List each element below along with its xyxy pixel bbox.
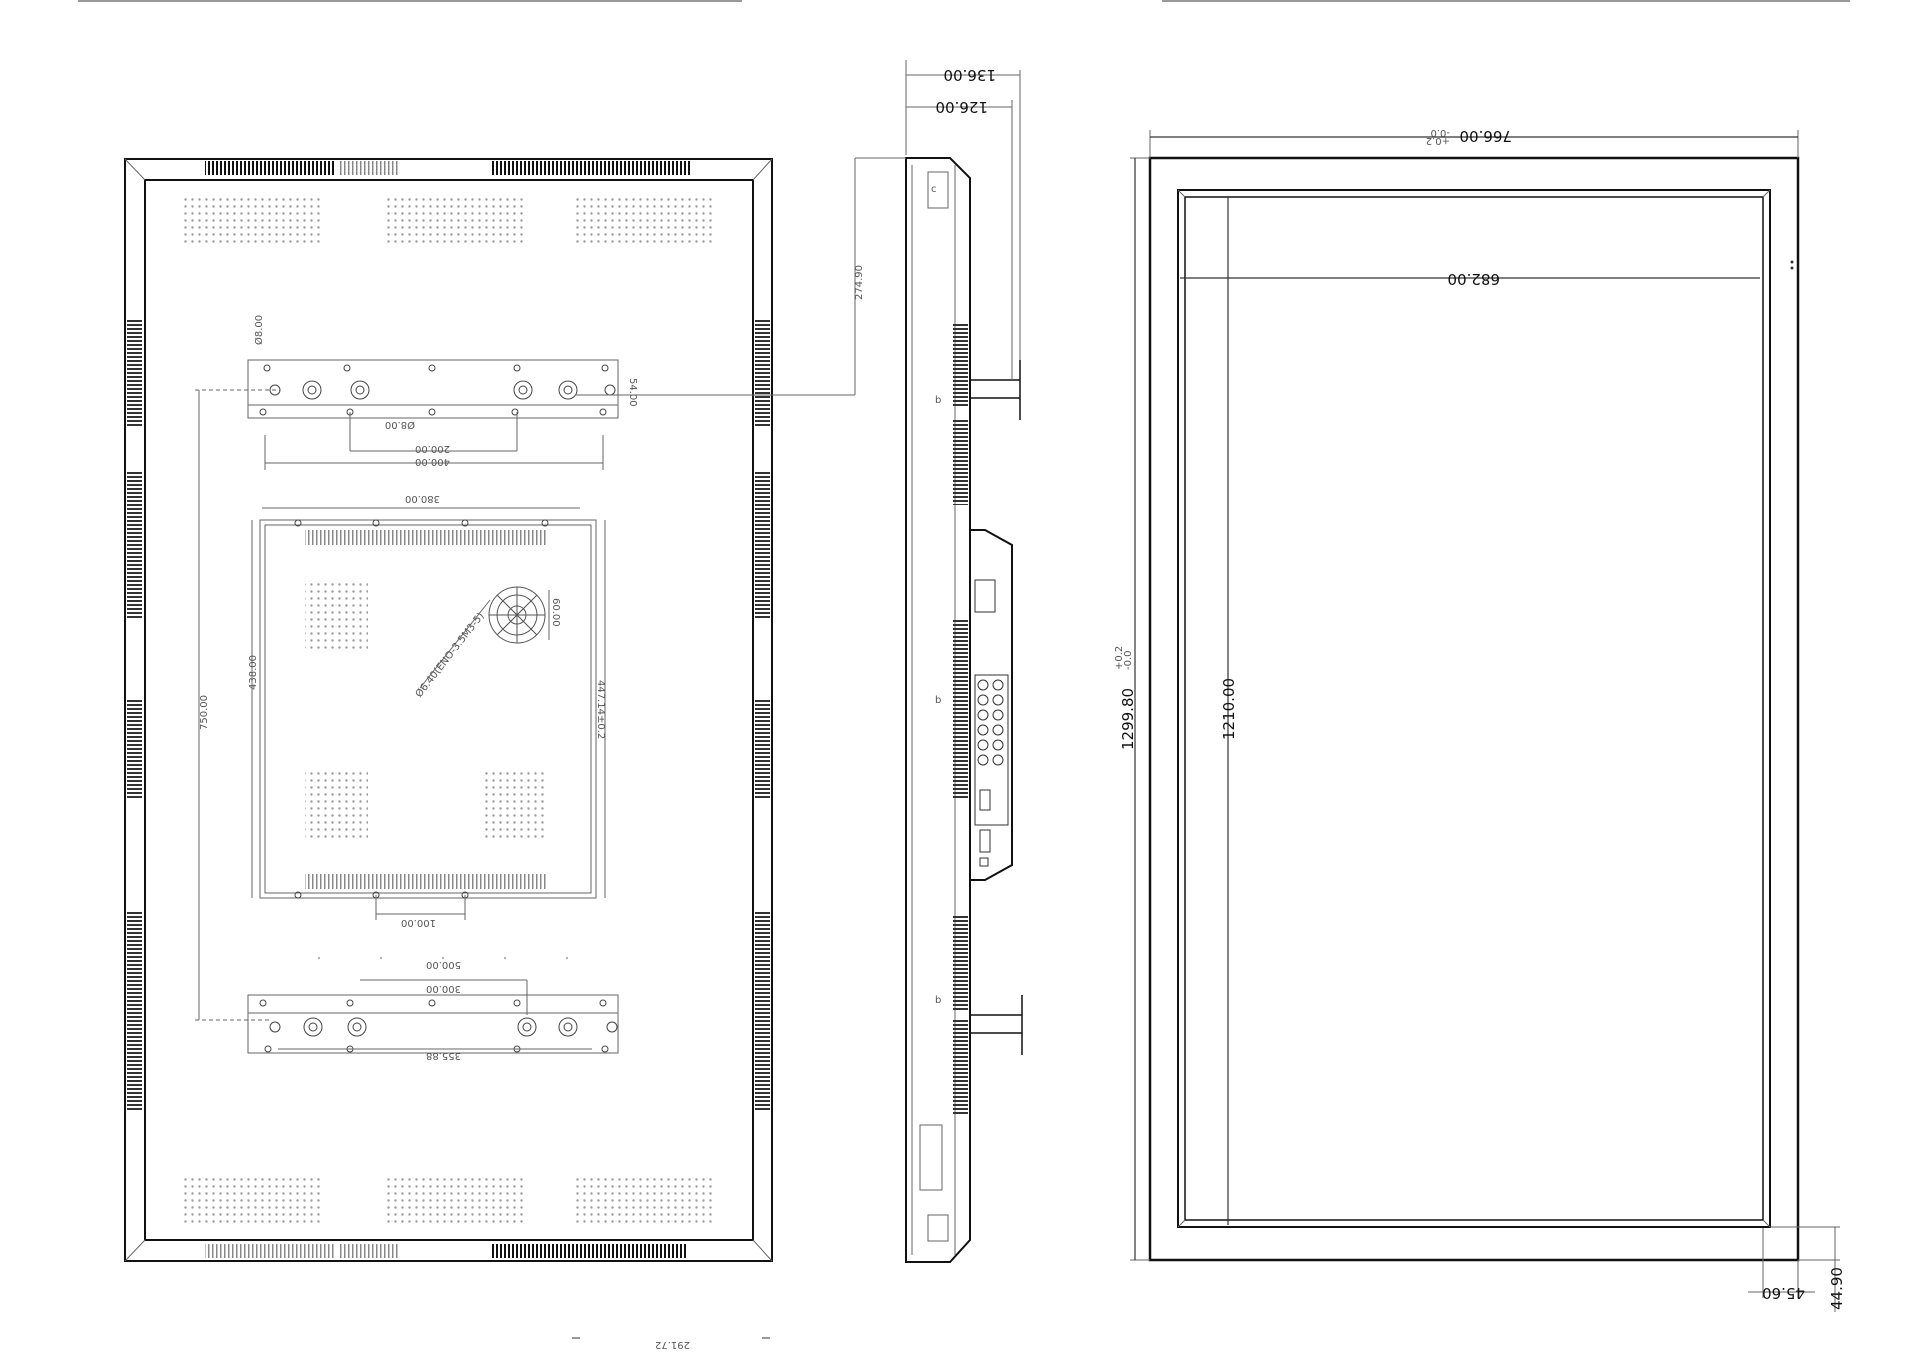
bottom-spacing-355-label: 355.88 [426, 1050, 461, 1061]
side-profile [905, 157, 971, 1263]
bottom-spacing-500-label: 500.00 [426, 959, 461, 970]
spacing-400-label: 400.00 [415, 456, 450, 467]
front-width-tol-lower: -0.0 [1430, 127, 1450, 138]
front-view: 766.00 +0.2 -0.0 682.00 1299.80 +0.2 -0.… [1114, 127, 1846, 1312]
rear-edge-vents [127, 161, 770, 1258]
base-width-label: 291.72 [655, 1339, 690, 1350]
connector-panel [970, 529, 1013, 881]
bottom-spacing-300-label: 300.00 [426, 983, 461, 994]
front-height-tol-lower: -0.0 [1123, 650, 1134, 670]
front-width-label: 766.00 [1460, 127, 1513, 145]
bracket-height-label: 54.00 [627, 378, 638, 407]
active-width-label: 682.00 [1448, 270, 1501, 288]
rear-speaker-grilles [183, 197, 715, 1224]
spacing-200-label: 200.00 [415, 443, 450, 454]
box-height-label: 438.00 [248, 655, 259, 690]
side-mount-offset-label: 274.90 [854, 265, 865, 300]
fan-icon [488, 586, 546, 644]
bezel-bottom-label: 44.90 [1828, 1267, 1846, 1310]
side-label-c: c [931, 184, 937, 195]
rear-outer-frame [124, 158, 773, 1262]
front-height-tol-upper: +0.2 [1114, 646, 1125, 670]
rear-electronics-box [251, 507, 606, 920]
side-depth-outer-label: 136.00 [944, 66, 997, 84]
bottom-spacing-100-label: 100.00 [401, 917, 436, 928]
front-height-label: 1299.80 [1119, 688, 1137, 750]
vertical-span-label: 750.00 [199, 695, 210, 730]
bezel-side-label: 45.60 [1762, 1284, 1805, 1302]
side-view: c b [575, 60, 1023, 1263]
front-width-tol-upper: +0.2 [1426, 135, 1450, 146]
bottom-mount-bracket [247, 957, 619, 1054]
side-label-b2: b [935, 695, 941, 706]
side-label-b3: b [935, 995, 941, 1006]
side-label-b1: b [935, 395, 941, 406]
fan-hole-label: Ø6.40(ENO-3.5M3-5) [413, 610, 487, 700]
hole-diameter-label-2: Ø8.00 [385, 419, 415, 431]
rear-view [124, 158, 773, 1339]
rear-inner-frame [144, 179, 754, 1241]
top-mount-bracket [195, 359, 619, 470]
hole-diameter-label-1: Ø8.00 [253, 315, 265, 345]
front-active-area-outer [1177, 189, 1771, 1228]
fan-size-label: 60.00 [550, 598, 561, 627]
box-width-label: 380.00 [405, 493, 440, 504]
front-outer-frame [1148, 156, 1800, 1262]
active-height-label: 1210.00 [1220, 678, 1238, 740]
side-depth-inner-label: 126.00 [936, 98, 989, 116]
box-inner-height-label: 447.14±0.2 [595, 680, 606, 739]
front-active-area-inner [1184, 196, 1764, 1221]
